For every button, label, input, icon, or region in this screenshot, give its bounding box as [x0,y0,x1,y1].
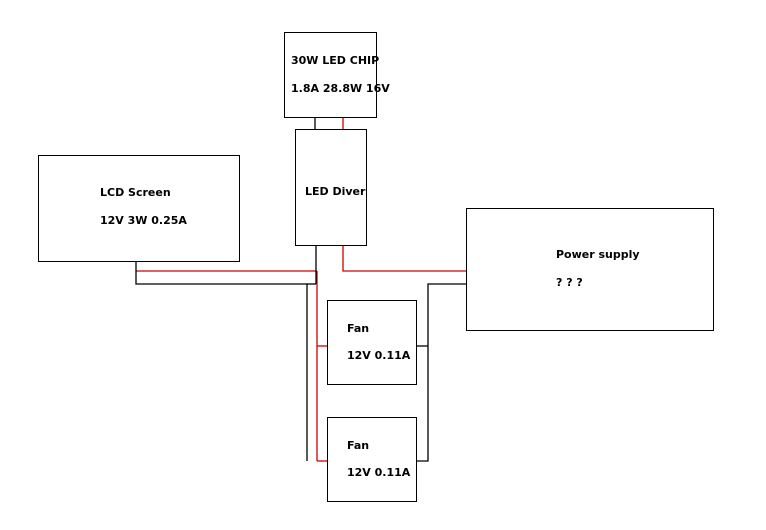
fan-1-name: Fan [347,322,370,335]
power-supply-spec: ? ? ? [556,276,583,289]
fan-2-spec: 12V 0.11A [347,466,411,479]
lcd-screen-box: LCD Screen 12V 3W 0.25A [38,155,240,262]
led-chip-name: 30W LED CHIP [291,54,380,67]
led-chip-box: 30W LED CHIP 1.8A 28.8W 16V [284,32,390,118]
driver-pos-wire [342,246,467,272]
led-driver-name: LED Diver [305,185,366,198]
lcd-neg-wire [135,262,308,461]
lcd-screen-spec: 12V 3W 0.25A [100,214,187,227]
fan-1-spec: 12V 0.11A [347,349,411,362]
led-chip-spec: 1.8A 28.8W 16V [291,82,390,95]
led-driver-box: LED Diver [295,129,367,246]
power-supply-box: Power supply ? ? ? [466,208,714,331]
fan-2-name: Fan [347,439,370,452]
fan-1-box: Fan 12V 0.11A [327,300,417,385]
fan-2-box: Fan 12V 0.11A [327,417,417,502]
lcd-screen-name: LCD Screen [100,186,171,199]
psu-neg-wire [417,283,467,462]
power-supply-name: Power supply [556,248,640,261]
